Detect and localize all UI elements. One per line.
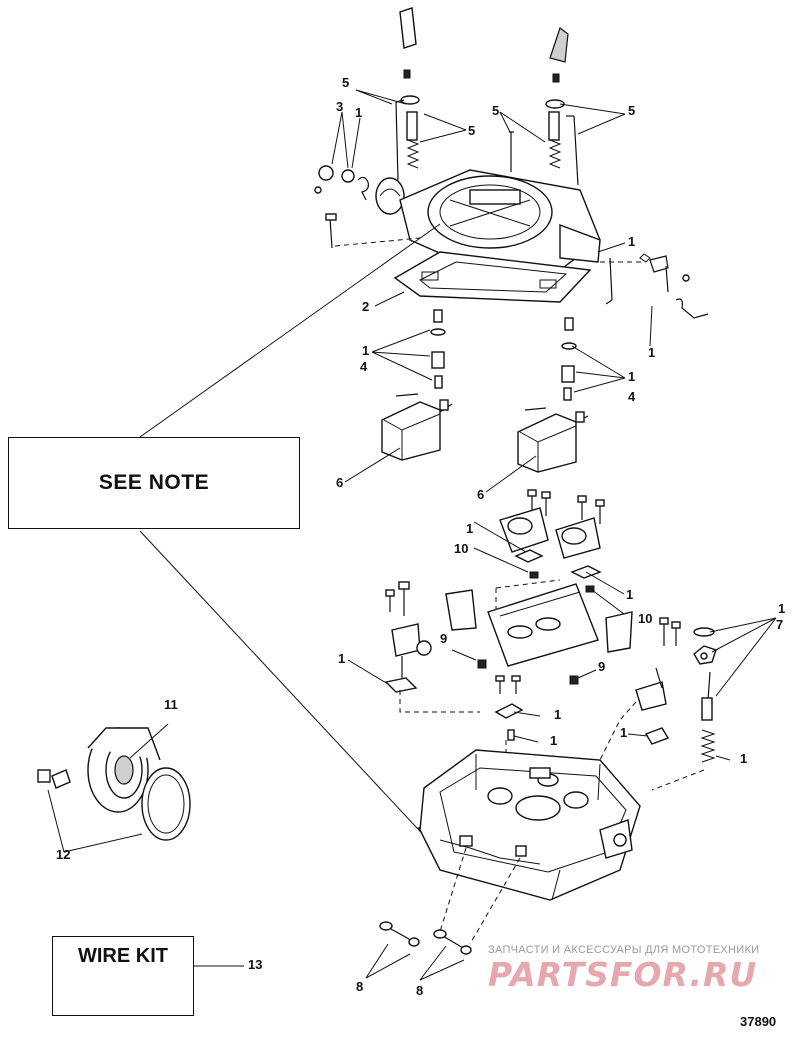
callout-1: 1 xyxy=(355,105,363,120)
middle-assembly xyxy=(384,489,717,791)
see-note-text: SEE NOTE xyxy=(98,471,210,494)
callout-1: 1 xyxy=(466,521,474,536)
wire-kit-box: WIRE KIT xyxy=(52,936,194,1016)
wire-kit-text: WIRE KIT xyxy=(78,945,168,967)
carburetor-main-body xyxy=(419,749,641,945)
callout-3: 3 xyxy=(336,99,344,114)
float-leader-lines xyxy=(344,329,626,493)
callout-1: 1 xyxy=(620,725,628,740)
callout-10: 10 xyxy=(638,611,653,626)
figure-number: 37890 xyxy=(740,1014,777,1029)
choke-pulloff-kit xyxy=(37,723,191,853)
callout-6: 6 xyxy=(477,487,485,502)
idle-mixture-screws xyxy=(365,921,472,981)
callout-11: 11 xyxy=(164,697,178,712)
callout-1: 1 xyxy=(554,707,562,722)
callout-1: 1 xyxy=(362,343,370,358)
callout-4: 4 xyxy=(360,359,368,374)
callout-12: 12 xyxy=(56,847,71,862)
callout-5: 5 xyxy=(468,123,476,138)
watermark-tagline: ЗАПЧАСТИ И АКСЕССУАРЫ ДЛЯ МОТОТЕХНИКИ xyxy=(488,944,760,956)
callout-8: 8 xyxy=(416,983,424,998)
see-note-callout xyxy=(139,223,441,843)
callout-1: 1 xyxy=(338,651,346,666)
callout-1: 1 xyxy=(778,601,786,616)
callout-5: 5 xyxy=(492,103,500,118)
callout-8: 8 xyxy=(356,979,364,994)
callout-10: 10 xyxy=(454,541,469,556)
top-leader-lines xyxy=(331,89,653,347)
float-assemblies xyxy=(381,309,589,473)
callout-1: 1 xyxy=(628,234,636,249)
callout-1: 1 xyxy=(628,369,636,384)
callout-7: 7 xyxy=(776,617,784,632)
callout-4: 4 xyxy=(628,389,636,404)
callout-2: 2 xyxy=(362,299,370,314)
top-cover-assembly xyxy=(314,7,709,319)
see-note-box: SEE NOTE xyxy=(8,437,300,529)
callout-1: 1 xyxy=(648,345,656,360)
callout-9: 9 xyxy=(440,631,448,646)
callout-1: 1 xyxy=(626,587,634,602)
callout-5: 5 xyxy=(628,103,636,118)
callout-5: 5 xyxy=(342,75,350,90)
callout-9: 9 xyxy=(598,659,606,674)
callout-6: 6 xyxy=(336,475,344,490)
callout-1: 1 xyxy=(740,751,748,766)
middle-leader-lines xyxy=(347,521,777,761)
watermark: ЗАПЧАСТИ И АКСЕССУАРЫ ДЛЯ МОТОТЕХНИКИ PA… xyxy=(488,944,788,994)
callout-1: 1 xyxy=(550,733,558,748)
watermark-brand: PARTSFOR.RU xyxy=(488,955,758,994)
callout-13: 13 xyxy=(248,957,263,972)
